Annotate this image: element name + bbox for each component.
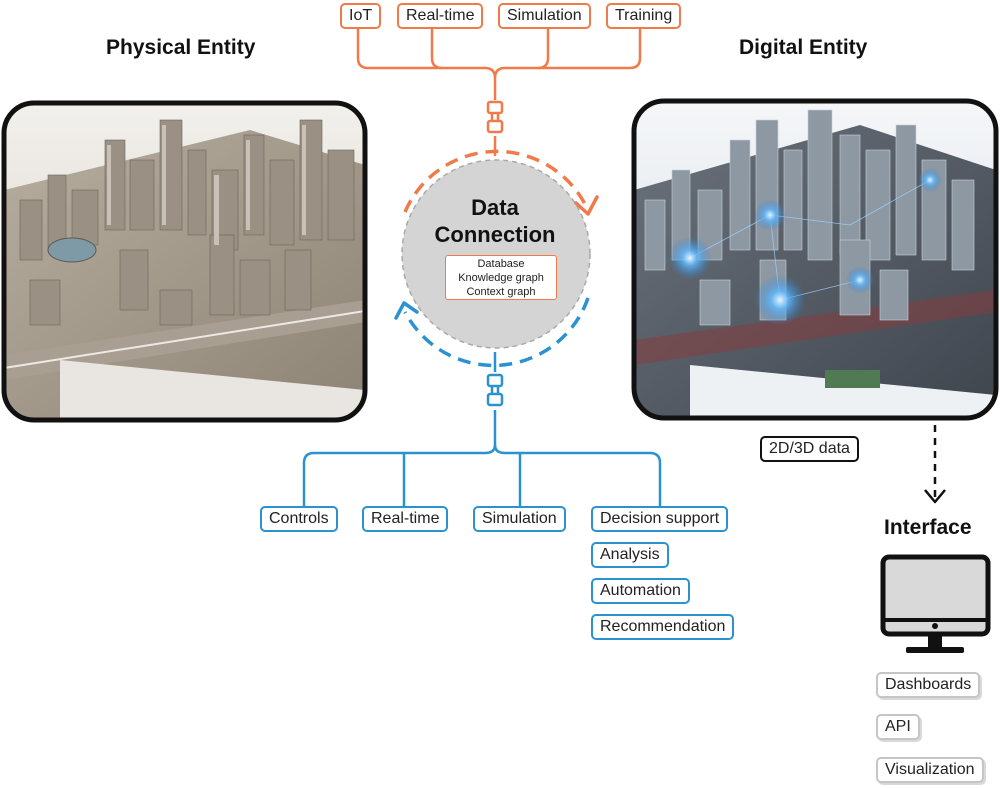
interface-heading: Interface <box>884 516 972 539</box>
hub-title: Data Connection <box>400 194 590 248</box>
digital-entity-frame <box>631 98 999 421</box>
plug-icon <box>486 100 504 134</box>
input-tag-real-time: Real-time <box>397 3 484 29</box>
digital-city-image <box>634 101 996 418</box>
decision-item-automation: Automation <box>591 578 690 604</box>
monitor-icon <box>880 554 991 653</box>
output-tag-real-time: Real-time <box>362 506 449 532</box>
output-connector-tree <box>302 352 662 507</box>
blue-cycle-arrow <box>403 297 590 368</box>
interface-item-api: API <box>876 714 920 740</box>
input-connector-tree <box>356 28 642 156</box>
hub-storage-list: Database Knowledge graph Context graph <box>445 255 557 300</box>
interface-item-visualization: Visualization <box>876 757 984 783</box>
dashed-arrow-icon <box>394 301 419 320</box>
decision-item-analysis: Analysis <box>591 542 669 568</box>
physical-entity-heading: Physical Entity <box>106 36 256 59</box>
dashed-arrow-icon <box>574 195 599 216</box>
input-tag-simulation: Simulation <box>498 3 591 29</box>
output-tag-controls: Controls <box>260 506 338 532</box>
hub-item-knowledge-graph: Knowledge graph <box>458 272 544 284</box>
output-tag-decision-support: Decision support <box>591 506 729 532</box>
output-tag-simulation: Simulation <box>473 506 566 532</box>
interface-item-dashboards: Dashboards <box>876 672 981 698</box>
physical-entity-frame <box>1 100 368 423</box>
digital-entity-heading: Digital Entity <box>739 36 868 59</box>
hub-title-line-1: Data <box>471 195 519 220</box>
input-tag-iot: IoT <box>340 3 382 29</box>
input-tag-training: Training <box>606 3 682 29</box>
plug-icon <box>486 373 504 407</box>
hub-item-database: Database <box>477 258 525 270</box>
hub-title-line-2: Connection <box>434 222 556 247</box>
hub-item-context-graph: Context graph <box>466 286 536 298</box>
hub-circle <box>401 159 591 349</box>
physical-city-image <box>4 103 365 420</box>
decision-item-recommendation: Recommendation <box>591 614 735 640</box>
dashed-arrow-icon <box>924 489 946 504</box>
digital-output-tag: 2D/3D data <box>760 436 859 462</box>
orange-cycle-arrow <box>403 149 588 213</box>
